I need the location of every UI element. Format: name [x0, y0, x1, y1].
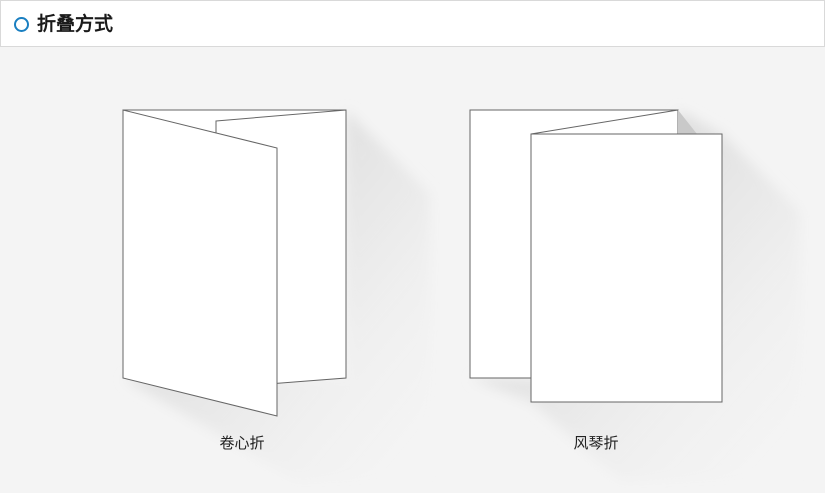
section-header: 折叠方式	[0, 0, 825, 47]
accordion-fold-illustration	[469, 109, 800, 480]
accordion-fold-corner-shade	[678, 110, 697, 134]
roll-fold-front-panel	[122, 109, 278, 417]
accordion-fold-front-panel	[530, 133, 723, 403]
roll-fold-caption: 卷心折	[219, 434, 265, 452]
section-title: 折叠方式	[37, 13, 114, 35]
circle-ring-icon	[14, 17, 29, 32]
roll-fold-illustration	[122, 109, 430, 480]
accordion-fold-caption: 风琴折	[573, 434, 619, 452]
